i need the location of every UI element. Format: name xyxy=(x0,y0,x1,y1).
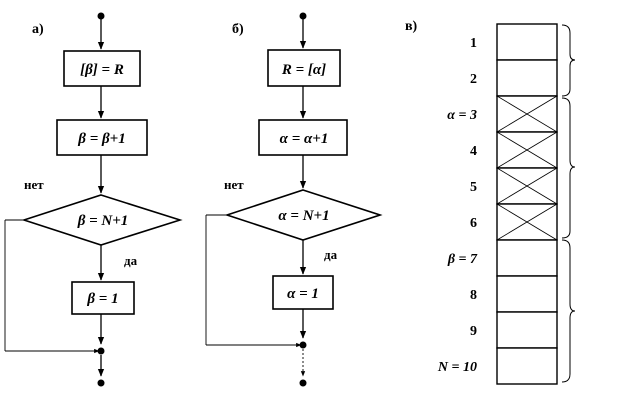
condition-alpha-n1-text: α = N+1 xyxy=(278,208,329,224)
end-node-b xyxy=(299,379,307,387)
array-row-label: 5 xyxy=(470,180,477,195)
array-cell xyxy=(496,347,558,385)
cell-cross-mark xyxy=(496,167,558,205)
step-increment-beta-text: β = β+1 xyxy=(77,131,125,147)
flowchart-a: а) [β] = R β = β+1 нет β = N+1 да β = 1 xyxy=(4,12,183,387)
step-increment-beta xyxy=(56,119,148,156)
branch-yes-label-b: да xyxy=(324,247,338,262)
flowchart-b: б) R = [α] α = α+1 нет α = N+1 да α = 1 xyxy=(205,12,383,387)
array-row-label: 9 xyxy=(470,324,477,339)
step-reset-beta xyxy=(71,281,135,315)
array-row-label: 4 xyxy=(470,144,477,159)
step-increment-alpha xyxy=(258,119,348,156)
merge-node-a xyxy=(97,347,105,355)
branch-no-label-b: нет xyxy=(224,177,244,192)
panel-b-label: б) xyxy=(232,22,244,37)
start-node-b xyxy=(299,12,307,20)
array-row-label: 6 xyxy=(470,216,477,231)
panel-a-label: а) xyxy=(32,22,44,37)
branch-yes-label-a: да xyxy=(124,253,138,268)
array-cell xyxy=(496,275,558,313)
start-node-a xyxy=(97,12,105,20)
brace-free-bottom xyxy=(561,239,576,383)
array-row-label: 1 xyxy=(470,36,477,51)
step-reset-alpha-text: α = 1 xyxy=(287,286,319,302)
branch-no-label-a: нет xyxy=(24,177,44,192)
array-row-label: α = 3 xyxy=(447,108,477,123)
array-row-label: N = 10 xyxy=(437,360,477,375)
brace-free-top xyxy=(561,24,576,97)
array-row-label: 8 xyxy=(470,288,477,303)
step-assign-r-alpha xyxy=(267,49,341,87)
cell-cross-mark xyxy=(496,131,558,169)
memory-array: в) 1 2 α = 3 4 5 6 β = 7 8 9 N = 10 xyxy=(405,19,576,385)
panel-c-label: в) xyxy=(405,19,418,34)
array-row-label: 2 xyxy=(470,72,477,87)
array-labels: 1 2 α = 3 4 5 6 β = 7 8 9 N = 10 xyxy=(437,36,478,375)
array-cell xyxy=(496,59,558,97)
end-node-a xyxy=(97,379,105,387)
array-cell xyxy=(496,23,558,61)
array-cell xyxy=(496,239,558,277)
step-assign-beta-r xyxy=(63,50,141,87)
array-row-label: β = 7 xyxy=(447,252,478,267)
step-assign-r-alpha-text: R = [α] xyxy=(281,62,326,78)
array-cell xyxy=(496,311,558,349)
cell-cross-mark xyxy=(496,203,558,241)
brace-data xyxy=(561,97,576,239)
array-cells xyxy=(496,23,558,385)
step-reset-beta-text: β = 1 xyxy=(86,291,118,307)
step-increment-alpha-text: α = α+1 xyxy=(280,131,329,147)
merge-node-b xyxy=(299,341,307,349)
condition-beta-n1-text: β = N+1 xyxy=(77,213,129,229)
cell-cross-mark xyxy=(496,95,558,133)
step-assign-beta-r-text: [β] = R xyxy=(80,62,124,78)
